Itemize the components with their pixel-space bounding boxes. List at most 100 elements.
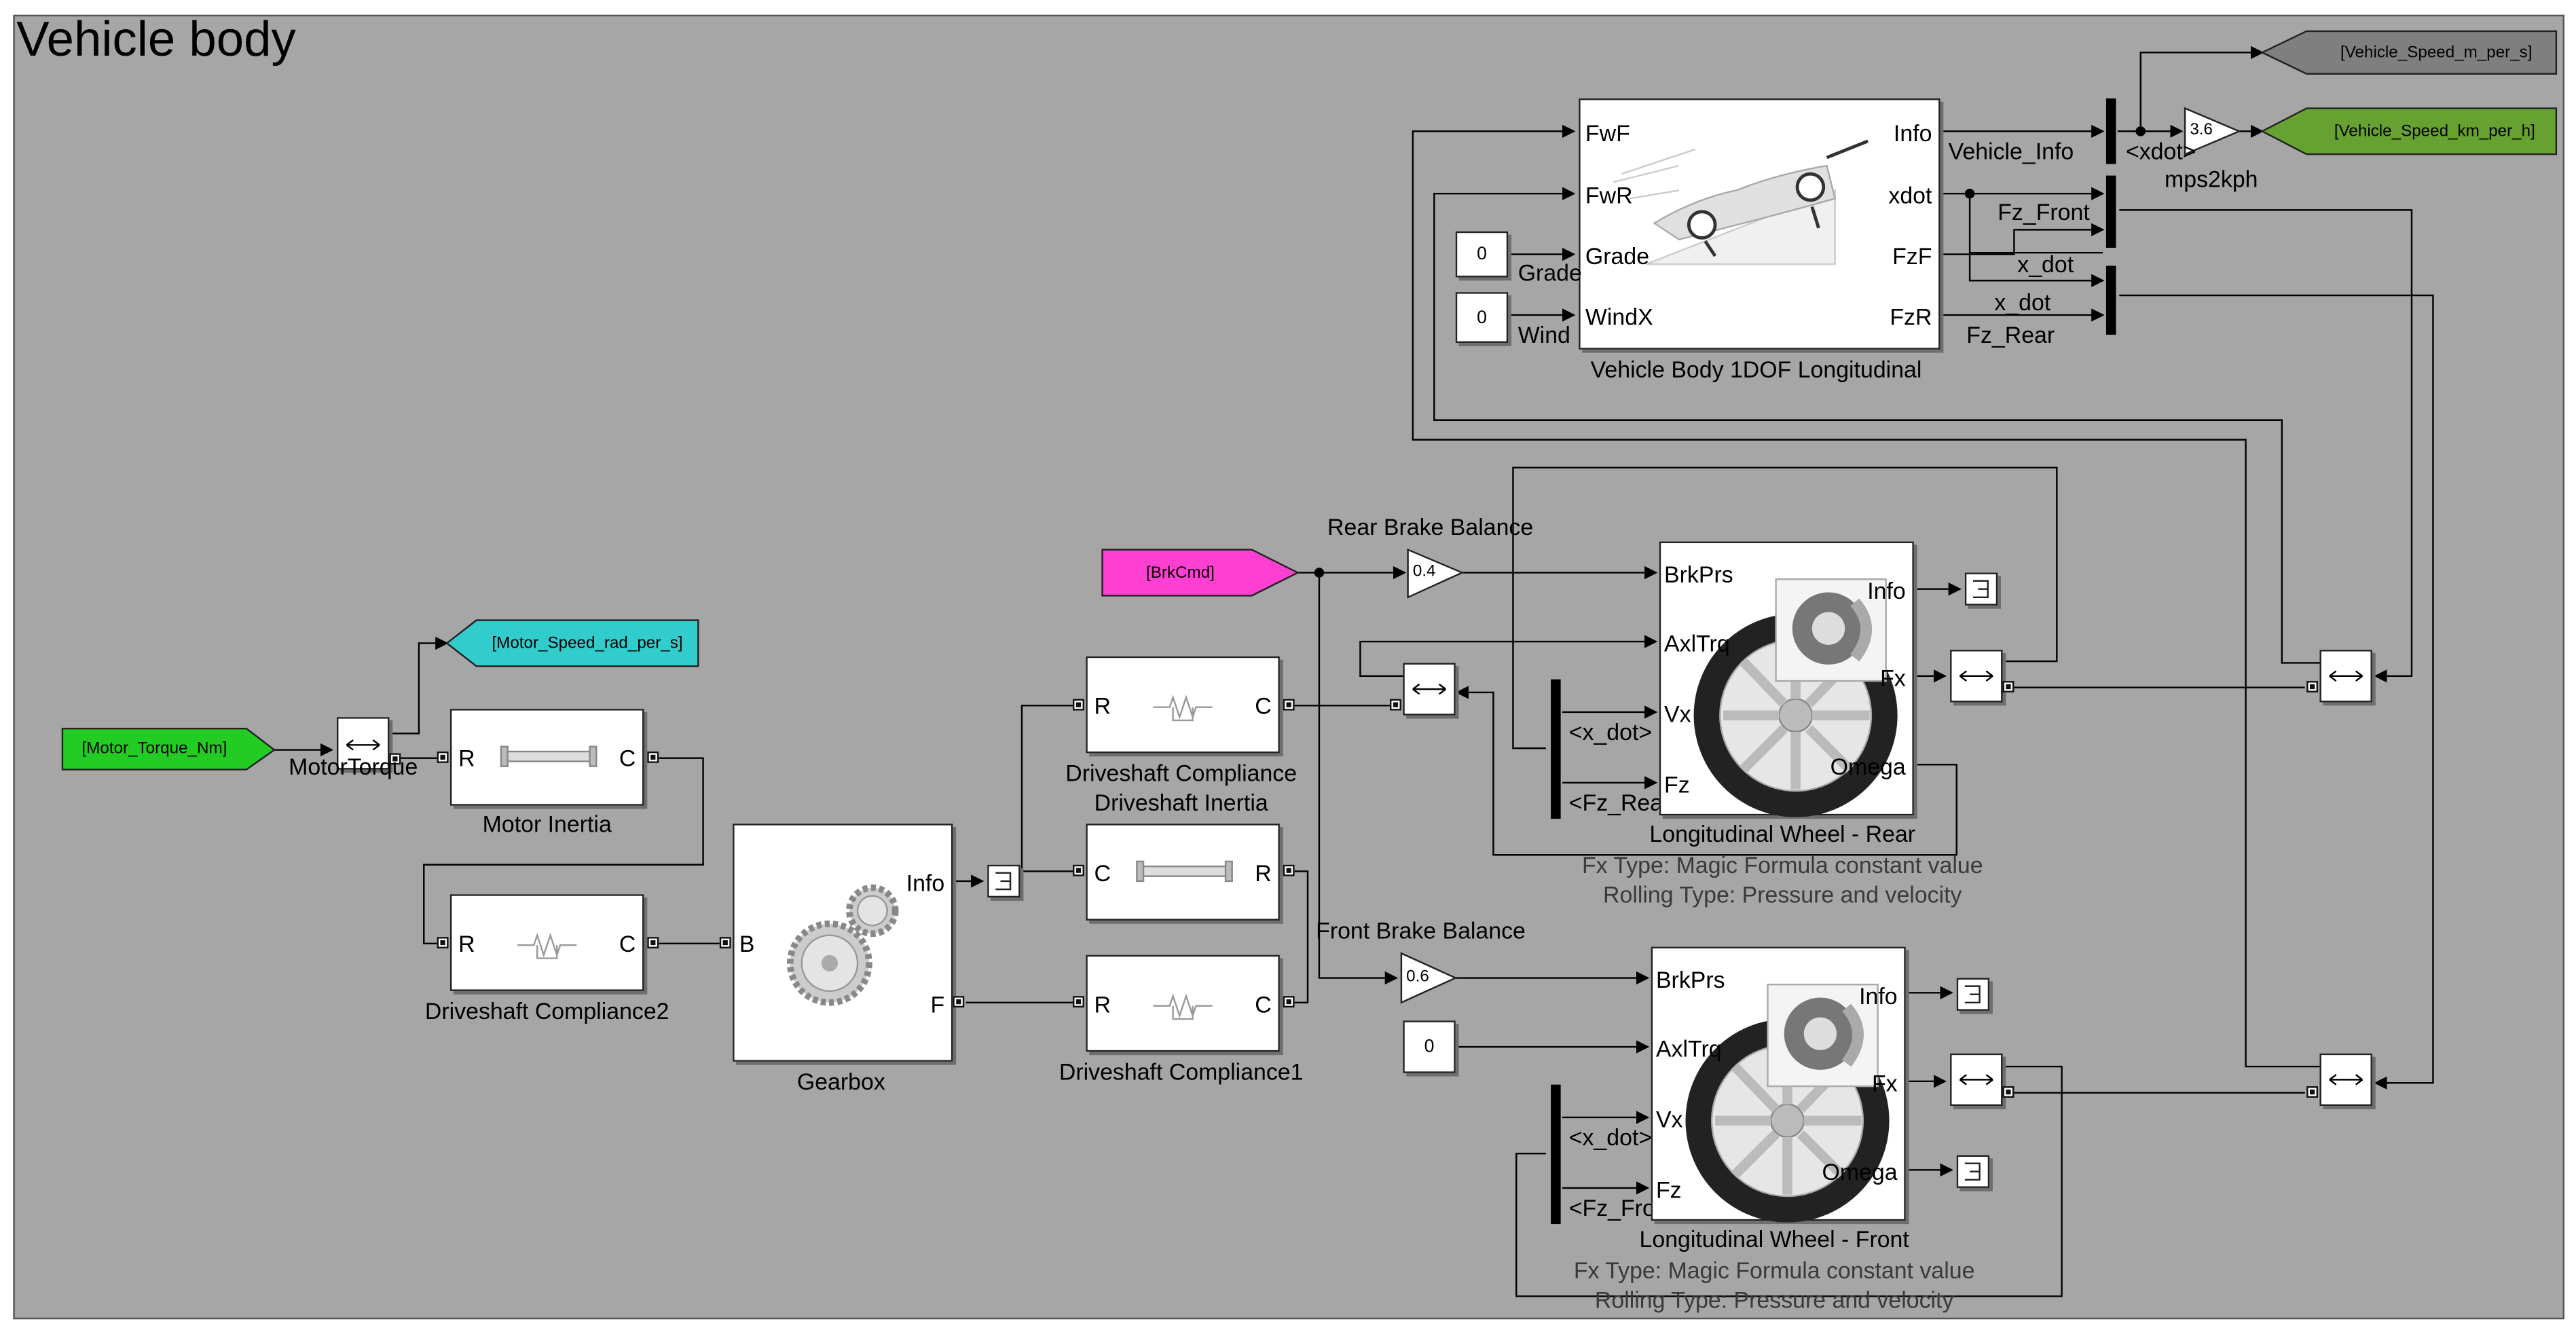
converter-icon: [2329, 670, 2363, 682]
mps2kph-gain-shape: [2184, 107, 2242, 156]
rear-conv-port[interactable]: [1389, 699, 1401, 711]
wheel-icon: [1693, 578, 1898, 817]
front-force-converter[interactable]: [2319, 1053, 2372, 1107]
rear-force-conv-port[interactable]: [2306, 681, 2319, 692]
wheel-icon: [1685, 983, 1890, 1223]
grade-constant[interactable]: 0: [1455, 231, 1509, 278]
motor-torque-converter[interactable]: [337, 717, 390, 770]
wire-bus-right-front: [2119, 294, 2434, 1090]
vehicle-body-label: Vehicle Body 1DOF Longitudinal: [1590, 356, 1922, 383]
port-fz: Fz: [1664, 771, 1690, 798]
dsi-c-port[interactable]: [1072, 864, 1084, 876]
converter-icon: [1959, 1074, 1993, 1086]
wind-label: Wind: [1517, 321, 1570, 348]
port-omega: Omega: [1822, 1158, 1898, 1185]
info-bus-selector[interactable]: [2105, 98, 2116, 164]
wire-rear-axltrq: [1359, 635, 1658, 678]
rear-torque-converter[interactable]: [1403, 663, 1456, 716]
port-r: R: [1255, 859, 1272, 887]
wire-bus-goto-ms: [2139, 45, 2264, 132]
port-c: C: [619, 745, 636, 771]
wire-motor-speed: [390, 636, 449, 735]
motor-inertia-c-port[interactable]: [647, 751, 659, 763]
comp2-c-port[interactable]: [647, 937, 659, 949]
rear-fx-converter[interactable]: [1950, 650, 2003, 703]
rear-fx-conv-port[interactable]: [2002, 681, 2014, 692]
vehicle-speed-kmh-goto-tag[interactable]: [Vehicle_Speed_km_per_h]: [2334, 122, 2535, 141]
front-gain-hit[interactable]: [1401, 953, 1456, 1003]
gearbox-info-terminator[interactable]: [987, 864, 1020, 898]
motor-torque-tag-shape: [61, 727, 276, 771]
comp1-c-port[interactable]: [1283, 996, 1295, 1008]
mps2kph-label: mps2kph: [2165, 166, 2258, 192]
converter-icon: [2329, 1074, 2363, 1086]
port-r: R: [458, 745, 475, 771]
fz-rear-signal: Fz_Rear: [1966, 321, 2055, 348]
spring-damper-icon: [517, 932, 577, 959]
gearbox-block[interactable]: Info F B: [733, 823, 953, 1062]
driveshaft-compliance1-block[interactable]: R C: [1086, 955, 1280, 1052]
wire-vb-fzf: [1940, 223, 2105, 255]
port-r: R: [1094, 990, 1111, 1018]
vehicle-body-block[interactable]: FwF FwR Grade WindX Info xdot FzF FzR: [1579, 98, 1940, 350]
converter-icon: [346, 739, 380, 751]
driveshaft-compliance-block[interactable]: R C: [1086, 656, 1280, 754]
front-wheel-block[interactable]: BrkPrs AxlTrq Vx Fz Info Fx Omega: [1651, 946, 1906, 1223]
brkcmd-from-tag[interactable]: [BrkCmd]: [1146, 563, 1215, 582]
front-force-conv-port[interactable]: [2306, 1086, 2319, 1098]
front-gain-shape: [1400, 952, 1458, 1004]
vehicle-info-signal: Vehicle_Info: [1948, 138, 2074, 164]
front-wheel-label: Longitudinal Wheel - Front: [1639, 1225, 1909, 1253]
gearbox-b-port[interactable]: [719, 937, 731, 949]
rear-bus-creator[interactable]: [2105, 265, 2116, 335]
rear-x-dot-signal: <x_dot>: [1568, 718, 1653, 745]
front-axltrq-constant[interactable]: 0: [1403, 1020, 1456, 1073]
motor-speed-goto-tag[interactable]: [Motor_Speed_rad_per_s]: [492, 634, 683, 652]
front-wheel-bus-selector[interactable]: [1551, 1084, 1561, 1225]
front-fx-conv-port[interactable]: [2002, 1086, 2014, 1098]
brkcmd-tag-shape: [1101, 549, 1300, 597]
front-fx-converter[interactable]: [1950, 1053, 2003, 1107]
vehicle-speed-ms-goto-tag[interactable]: [Vehicle_Speed_m_per_s]: [2340, 43, 2533, 62]
rear-wheel-block[interactable]: BrkPrs AxlTrq Vx Fz Info Fx Omega: [1659, 541, 1914, 817]
gearbox-f-port[interactable]: [953, 996, 965, 1008]
rear-wheel-bus-selector[interactable]: [1551, 679, 1561, 819]
driveshaft-compliance2-label: Driveshaft Compliance2: [424, 997, 669, 1024]
port-info: Info: [1893, 119, 1932, 147]
front-bus-creator[interactable]: [2105, 175, 2116, 248]
rear-brake-balance-label: Rear Brake Balance: [1327, 513, 1534, 540]
rear-rolling-note: Rolling Type: Pressure and velocity: [1603, 881, 1962, 908]
port-r: R: [458, 930, 475, 957]
wire-inertia-r: [1293, 870, 1309, 1003]
rear-force-converter[interactable]: [2319, 650, 2372, 703]
mps2kph-gain-value: 3.6: [2190, 121, 2213, 140]
driveshaft-inertia-block[interactable]: C R: [1086, 823, 1280, 921]
comp-c-port[interactable]: [1283, 699, 1295, 711]
dsi-r-port[interactable]: [1283, 864, 1295, 876]
wire-fwr-outer: [1433, 187, 2325, 664]
comp2-r-port[interactable]: [437, 937, 449, 949]
front-info-terminator[interactable]: [1956, 978, 1990, 1011]
motor-conv-port[interactable]: [389, 753, 401, 765]
wire-rear-fwr: [1512, 466, 2058, 749]
front-gain-value: 0.6: [1406, 968, 1429, 986]
motor-inertia-r-port[interactable]: [437, 751, 449, 763]
motor-inertia-block[interactable]: R C: [449, 709, 644, 806]
bus-selector-icon: [1964, 985, 1981, 1003]
port-info: Info: [1867, 577, 1906, 604]
comp-r-port[interactable]: [1072, 699, 1084, 711]
speed-kmh-tag-shape: [2260, 107, 2558, 155]
wind-constant[interactable]: 0: [1455, 292, 1509, 344]
port-c: C: [1255, 990, 1272, 1018]
comp1-r-port[interactable]: [1072, 996, 1084, 1008]
rear-gain-hit[interactable]: [1408, 550, 1462, 597]
driveshaft-compliance2-block[interactable]: R C: [449, 894, 644, 991]
front-omega-terminator[interactable]: [1956, 1155, 1990, 1188]
motor-torque-from-tag[interactable]: [Motor_Torque_Nm]: [81, 740, 227, 758]
port-omega: Omega: [1830, 753, 1906, 780]
port-fwf: FwF: [1585, 119, 1630, 147]
rear-info-terminator[interactable]: [1964, 572, 1998, 606]
vehicle-incline-icon: [1613, 139, 1869, 265]
port-xdot: xdot: [1888, 182, 1932, 208]
